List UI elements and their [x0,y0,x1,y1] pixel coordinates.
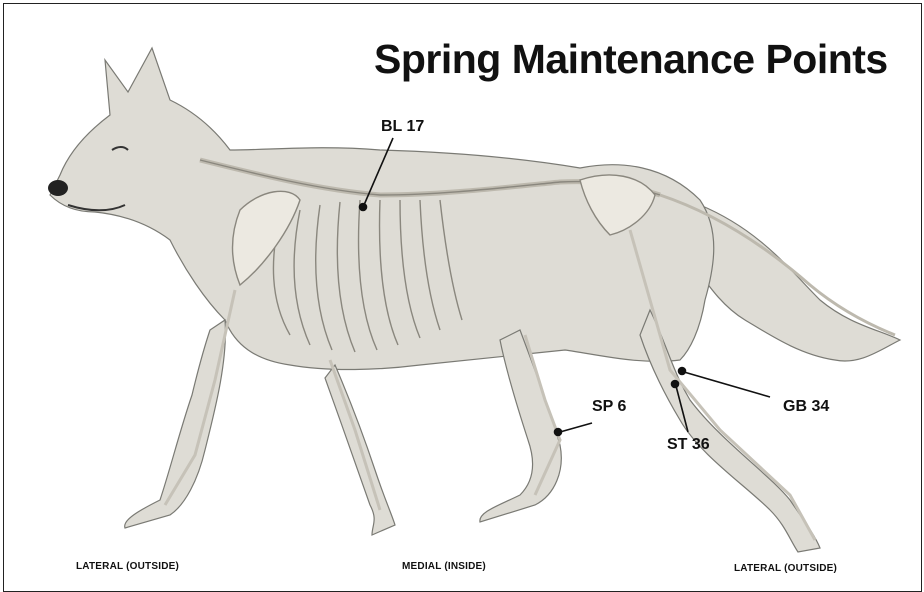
view-label-right: LATERAL (OUTSIDE) [734,563,837,574]
page-title: Spring Maintenance Points [374,36,888,83]
acupoint-label-gb34: GB 34 [783,398,829,416]
acupoint-label-bl17: BL 17 [381,118,424,136]
acupoint-label-st36: ST 36 [667,436,710,454]
acupoint-label-sp6: SP 6 [592,398,626,416]
dog-body [50,48,900,370]
view-label-center: MEDIAL (INSIDE) [402,561,486,572]
view-label-left: LATERAL (OUTSIDE) [76,561,179,572]
